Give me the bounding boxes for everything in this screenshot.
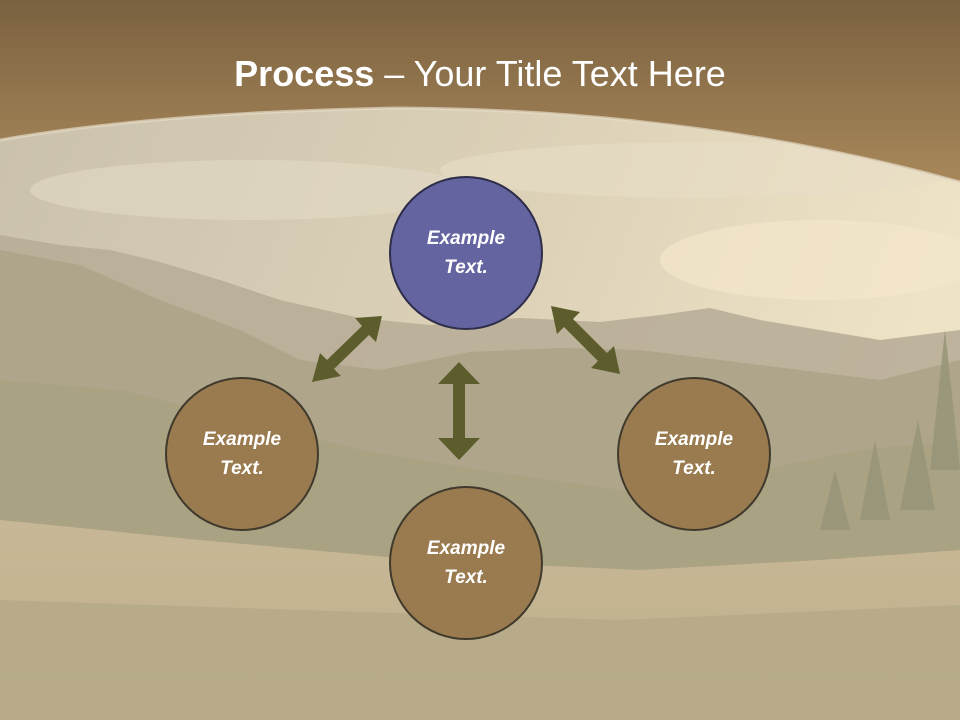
node-left: Example Text. xyxy=(165,377,319,531)
arrow-center-to-right xyxy=(551,306,620,374)
slide-title: Process – Your Title Text Here xyxy=(0,52,960,96)
arrow-center-to-left xyxy=(312,316,382,382)
node-left-label: Example Text. xyxy=(202,429,282,479)
node-bottom: Example Text. xyxy=(389,486,543,640)
arrow-center-to-bottom xyxy=(438,362,480,460)
node-bottom-label: Example Text. xyxy=(426,538,506,588)
node-right-label: Example Text. xyxy=(654,429,734,479)
node-right: Example Text. xyxy=(617,377,771,531)
node-center-label: Example Text. xyxy=(426,228,506,278)
node-center: Example Text. xyxy=(389,176,543,330)
title-bold: Process xyxy=(234,53,375,94)
title-rest: – Your Title Text Here xyxy=(374,53,726,94)
